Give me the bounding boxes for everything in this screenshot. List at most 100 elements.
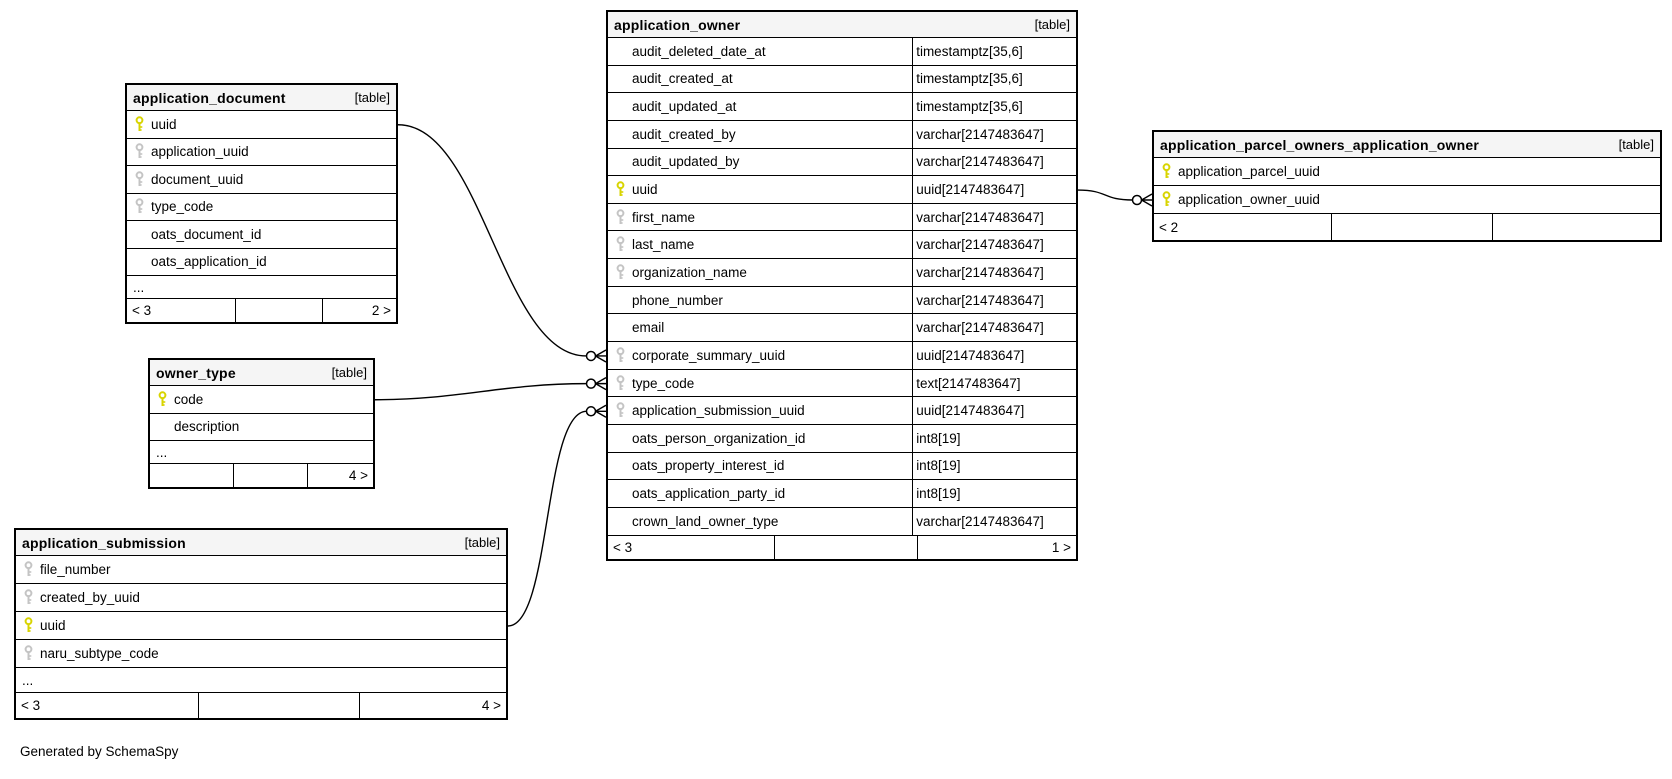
footer-cell <box>773 535 918 559</box>
footer-cell: < 2 <box>1159 219 1179 235</box>
more-columns-ellipsis: ... <box>127 276 396 299</box>
crows-foot-icon <box>595 404 607 418</box>
table-title[interactable]: application_document <box>133 89 286 106</box>
column-name: oats_person_organization_id <box>632 430 806 446</box>
column-name: corporate_summary_uuid <box>632 347 786 363</box>
column-type: varchar[2147483647] <box>912 314 1076 342</box>
column-name: uuid <box>151 116 177 132</box>
column-name: oats_document_id <box>151 226 262 242</box>
foreign-key-icon <box>616 347 624 362</box>
column-type: text[2147483647] <box>912 369 1076 397</box>
table-header: owner_type[table] <box>150 360 373 386</box>
table-footer: 4 > <box>150 464 373 487</box>
footer-cell: 4 > <box>358 693 506 718</box>
column-type: varchar[2147483647] <box>912 259 1076 286</box>
crows-foot-icon <box>1141 193 1153 207</box>
column-type: timestamptz[35,6] <box>912 38 1076 65</box>
footer-cell <box>233 464 307 487</box>
footer-cell: < 3 <box>132 303 152 318</box>
column-row-application_uuid: application_uuid <box>127 138 396 166</box>
schemaspy-credit: Generated by SchemaSpy <box>20 744 179 759</box>
zero-or-one-circle-icon <box>1131 194 1143 206</box>
column-row-type_code: type_code text[2147483647] <box>608 369 1076 398</box>
column-type: uuid[2147483647] <box>912 397 1076 424</box>
footer-cell: 4 > <box>307 464 373 487</box>
primary-key-icon <box>135 116 143 131</box>
column-name: audit_deleted_date_at <box>632 43 766 59</box>
column-name: oats_property_interest_id <box>632 458 785 474</box>
table-application_document: application_document [table] uuid applicati… <box>125 83 398 324</box>
column-row-oats_application_id: oats_application_id <box>127 248 396 276</box>
table-header: application_owner[table] <box>608 12 1076 38</box>
foreign-key-icon <box>616 236 624 252</box>
footer-cell <box>235 299 322 322</box>
table-footer: < 3 2 > <box>127 299 396 322</box>
column-name: audit_created_by <box>632 126 736 142</box>
relationship-submission-uuid-to-owner-submission-uuid <box>507 404 607 627</box>
foreign-key-icon <box>24 589 32 604</box>
column-name: description <box>174 419 240 435</box>
column-name: application_submission_uuid <box>632 403 805 419</box>
column-type: varchar[2147483647] <box>912 148 1076 176</box>
footer-cell <box>1330 214 1492 240</box>
column-row-description: description <box>150 413 373 441</box>
table-type-badge: [table] <box>1618 137 1654 152</box>
column-row-application_owner_uuid: application_owner_uuid <box>1154 186 1660 214</box>
footer-cell: < 3 <box>21 698 41 713</box>
column-name: audit_created_at <box>632 71 733 87</box>
more-columns-ellipsis: ... <box>16 668 506 693</box>
table-type-badge: [table] <box>354 90 390 105</box>
column-name: application_owner_uuid <box>1178 192 1320 207</box>
relationship-doc-uuid-to-owner-corporate-summary <box>397 124 607 363</box>
column-name: last_name <box>632 237 695 253</box>
foreign-key-icon <box>24 645 32 660</box>
column-name: application_parcel_uuid <box>1178 164 1320 179</box>
footer-cell: 2 > <box>322 299 396 322</box>
column-name: naru_subtype_code <box>40 646 159 661</box>
more-columns-ellipsis: ... <box>150 441 373 464</box>
column-name: type_code <box>151 199 214 215</box>
table-title[interactable]: application_submission <box>22 534 186 551</box>
column-type: varchar[2147483647] <box>912 507 1076 535</box>
table-title[interactable]: application_owner <box>614 16 741 33</box>
foreign-key-icon <box>135 171 143 186</box>
column-row-audit_created_by: audit_created_by varchar[2147483647] <box>608 120 1076 149</box>
primary-key-icon <box>24 617 32 632</box>
table-title[interactable]: application_parcel_owners_application_ow… <box>1160 136 1480 153</box>
relationship-owner-uuid-to-parcelowners-owner-uuid <box>1077 189 1153 207</box>
column-name: document_uuid <box>151 171 244 187</box>
column-name: application_uuid <box>151 144 249 160</box>
table-application_submission: application_submission[table]file_number… <box>14 528 508 720</box>
column-type: varchar[2147483647] <box>912 120 1076 148</box>
column-row-oats_document_id: oats_document_id <box>127 221 396 249</box>
column-row-naru_subtype_code: naru_subtype_code <box>16 640 506 668</box>
footer-cell <box>198 693 359 718</box>
table-application_parcel_owners_application_owner: application_parcel_owners_application_ow… <box>1152 130 1662 242</box>
primary-key-icon <box>1162 191 1170 206</box>
column-row-audit_deleted_date_at: audit_deleted_date_at timestamptz[35,6] <box>608 38 1076 66</box>
column-type: int8[19] <box>912 452 1076 480</box>
foreign-key-icon <box>616 208 624 224</box>
foreign-key-icon <box>616 374 624 390</box>
column-name: type_code <box>632 375 695 391</box>
foreign-key-icon <box>24 561 32 576</box>
column-name: organization_name <box>632 264 747 280</box>
table-header: application_document [table] <box>127 85 396 111</box>
table-type-badge: [table] <box>464 535 500 550</box>
table-title[interactable]: owner_type <box>156 364 236 381</box>
column-row-created_by_uuid: created_by_uuid <box>16 584 506 612</box>
column-name: first_name <box>632 209 696 225</box>
column-row-application_submission_uuid: application_submission_uuid uuid[21474836… <box>608 397 1076 425</box>
